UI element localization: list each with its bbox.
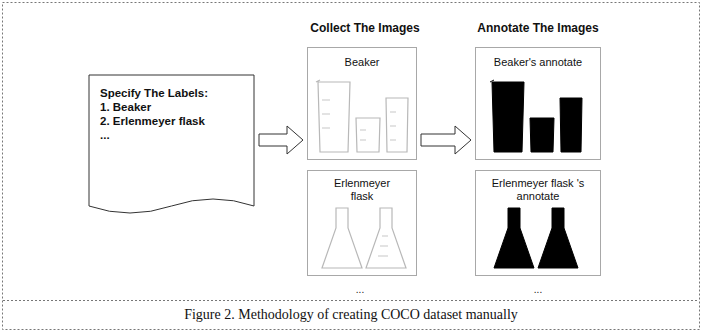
column-heading: Collect The Images — [305, 22, 425, 36]
label-document: Specify The Labels:1. Beaker2. Erlenmeye… — [88, 74, 255, 220]
column-heading: Annotate The Images — [470, 22, 606, 36]
node-text: Erlenmeyer flask — [322, 177, 402, 203]
annotation-panel: Beaker's annotate — [475, 47, 601, 160]
document-shape — [89, 75, 254, 213]
caption-divider — [3, 300, 699, 301]
node-text: ... — [100, 128, 240, 142]
node-text: Erlenmeyer flask 's annotate — [488, 177, 588, 203]
annotation-panel: Erlenmeyer flask 's annotate — [475, 170, 601, 276]
beaker-mask — [490, 80, 582, 152]
frame — [3, 3, 700, 330]
image-panel: Beaker — [307, 47, 417, 160]
node-text: 1. Beaker — [100, 100, 240, 114]
node-text: Beaker's annotate — [482, 56, 594, 69]
block-arrow — [421, 126, 471, 154]
flask-photo — [322, 208, 406, 268]
ellipsis: ... — [518, 284, 558, 296]
image-panel: Erlenmeyer flask — [307, 170, 417, 276]
ellipsis: ... — [340, 284, 380, 296]
beaker-photo — [316, 80, 408, 152]
flask-mask — [494, 208, 578, 268]
node-text: Specify The Labels: — [100, 86, 240, 100]
node-text: Beaker — [317, 56, 407, 69]
block-arrow — [259, 126, 303, 154]
figure-caption: Figure 2. Methodology of creating COCO d… — [0, 307, 702, 323]
node-text: 2. Erlenmeyer flask — [100, 114, 240, 128]
